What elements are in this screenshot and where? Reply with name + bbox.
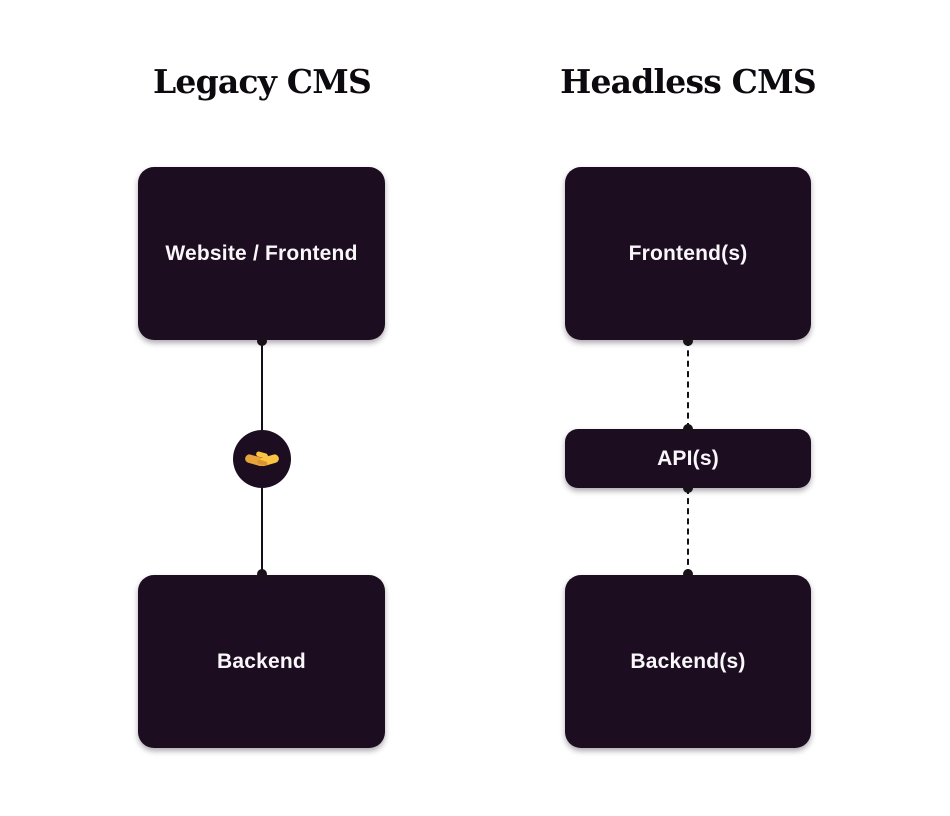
node-backend: Backend (138, 575, 385, 748)
node-frontends-label: Frontend(s) (628, 241, 748, 265)
node-apis-label: API(s) (657, 446, 719, 470)
node-website-frontend-label: Website / Frontend (165, 241, 358, 265)
connector-dot (683, 336, 693, 346)
connector-dot (683, 424, 693, 434)
node-website-frontend: Website / Frontend (138, 167, 385, 340)
handshake-icon (245, 451, 279, 467)
node-backend-label: Backend (217, 649, 306, 673)
node-apis: API(s) (565, 429, 811, 488)
node-backends: Backend(s) (565, 575, 811, 748)
connector-dot (257, 336, 267, 346)
legacy-cms-title: Legacy CMS (152, 62, 372, 101)
headless-dashed-connector-bottom (687, 488, 689, 575)
headless-cms-title: Headless CMS (560, 62, 817, 101)
connector-dot (257, 569, 267, 579)
handshake-circle (233, 430, 291, 488)
node-frontends: Frontend(s) (565, 167, 811, 340)
node-backends-label: Backend(s) (630, 649, 746, 673)
headless-dashed-connector-top (687, 340, 689, 429)
connector-dot (683, 569, 693, 579)
connector-dot (683, 483, 693, 493)
